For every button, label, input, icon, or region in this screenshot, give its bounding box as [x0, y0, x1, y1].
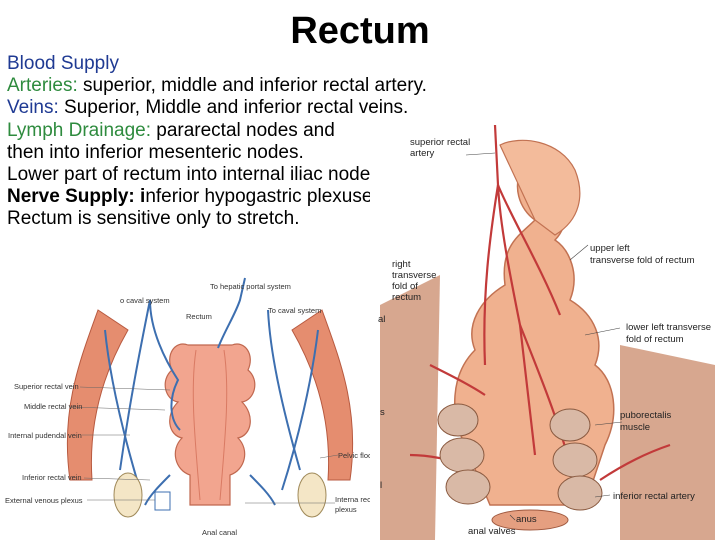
- label-cut-l: l: [380, 480, 382, 491]
- label-internal-plexus-2: plexus: [335, 505, 357, 514]
- label-right-fold-4: rectum: [392, 292, 421, 303]
- arteries-label: Arteries:: [7, 75, 78, 97]
- label-internal-plexus-1: Interna rectal: [335, 495, 379, 504]
- left-levator-muscle: [66, 309, 129, 481]
- label-caval-left: o caval system: [120, 296, 170, 305]
- arteries-line: Arteries: superior, middle and inferior …: [7, 75, 527, 97]
- veins-line: Veins: Superior, Middle and inferior rec…: [7, 97, 527, 119]
- rectum-shape: [164, 343, 256, 506]
- label-sup-artery-2: artery: [410, 148, 435, 159]
- label-pudendal: Internal pudendal vein: [8, 431, 82, 440]
- label-right-fold-2: transverse: [392, 270, 436, 281]
- arteries-text: superior, middle and inferior rectal art…: [77, 75, 427, 97]
- left-ischium: [113, 472, 143, 518]
- right-levator-muscle: [291, 309, 354, 481]
- label-anal-valves: anal valves: [468, 526, 516, 537]
- label-anal-canal: Anal canal: [202, 528, 237, 537]
- nerve-text: nferior hypogastric plexuses.: [145, 186, 388, 208]
- label-inferior-artery: inferior rectal artery: [613, 491, 695, 502]
- puborectalis-ring: [437, 403, 603, 511]
- veins-text: Superior, Middle and inferior rectal vei…: [58, 97, 409, 119]
- label-cut-s: s: [380, 407, 385, 418]
- label-puborectalis-1: puborectalis: [620, 410, 671, 421]
- label-middle-vein: Middle rectal vein: [24, 402, 82, 411]
- label-hepatic: To hepatic portal system: [210, 282, 291, 291]
- label-lower-left-2: fold of rectum: [626, 334, 684, 345]
- nerve-label: Nerve Supply: i: [7, 186, 146, 208]
- right-ischium: [297, 472, 327, 518]
- blood-supply-heading: Blood Supply: [7, 53, 119, 74]
- label-rectum: Rectum: [186, 312, 212, 321]
- vein-network: [104, 277, 319, 506]
- lower-part-line: Lower part of rectum into internal iliac…: [7, 164, 386, 186]
- slide-title: Rectum: [290, 10, 430, 52]
- nerve-line: Nerve Supply: inferior hypogastric plexu…: [7, 186, 527, 208]
- label-upper-left-2: transverse fold of rectum: [590, 255, 695, 266]
- label-inferior-vein: Inferior rectal vein: [22, 473, 82, 482]
- label-pelvic-floor: Pelvic floor: [338, 451, 375, 460]
- external-plexus-box: [154, 491, 171, 511]
- lymph-line: Lymph Drainage: pararectal nodes and: [7, 120, 527, 142]
- venous-drainage-diagram: To hepatic portal system o caval system …: [0, 270, 390, 540]
- veins-label: Veins:: [7, 97, 59, 119]
- label-anus: anus: [516, 514, 537, 525]
- label-external-plexus: External venous plexus: [5, 496, 83, 505]
- label-right-fold-3: fold of: [392, 281, 418, 292]
- sensitive-line: Rectum is sensitive only to stretch.: [7, 208, 300, 230]
- label-caval-right: To caval system: [268, 306, 321, 315]
- lymph-label: Lymph Drainage:: [7, 119, 151, 141]
- label-puborectalis-2: muscle: [620, 422, 650, 433]
- label-cut-al: al: [378, 314, 385, 325]
- label-sup-artery-1: superior rectal: [410, 137, 470, 148]
- label-upper-left-1: upper left: [590, 243, 630, 254]
- lymph-text: pararectal nodes and: [150, 119, 335, 141]
- label-lower-left-1: lower left transverse: [626, 322, 711, 333]
- text-block: Blood Supply Arteries: superior, middle …: [7, 53, 527, 231]
- label-right-fold-1: right: [392, 259, 411, 270]
- label-superior-vein: Superior rectal vein: [14, 382, 79, 391]
- arterial-supply-diagram: superior rectal artery right transverse …: [370, 125, 720, 540]
- lymph-line-2: then into inferior mesenteric nodes.: [7, 141, 304, 163]
